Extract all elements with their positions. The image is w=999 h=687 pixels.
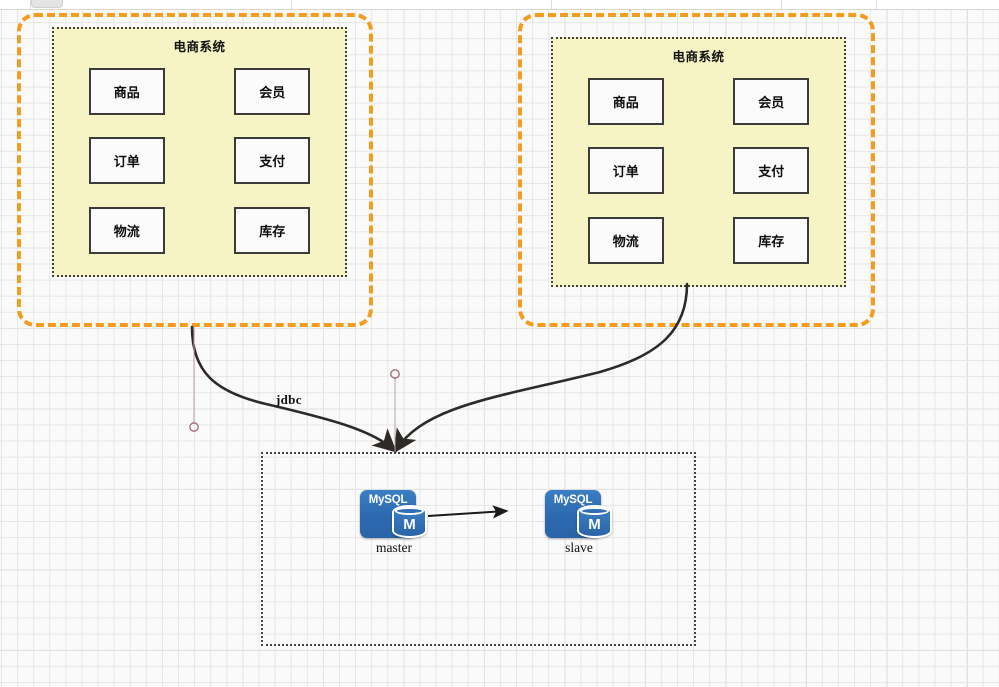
- left-module-grid: 商品 会员 订单 支付 物流 库存: [54, 57, 345, 265]
- selection-handle-right[interactable]: [390, 369, 400, 452]
- module-logistics[interactable]: 物流: [587, 216, 664, 264]
- selection-handle-left[interactable]: [189, 327, 199, 432]
- right-ecommerce-system-box[interactable]: 电商系统 商品 会员 订单 支付 物流 库存: [551, 37, 846, 287]
- database-cylinder-icon: M: [392, 505, 427, 538]
- mysql-icon: MySQL M: [545, 490, 613, 538]
- right-module-grid: 商品 会员 订单 支付 物流 库存: [553, 67, 844, 275]
- mysql-brand-text: MySQL: [553, 494, 593, 506]
- cylinder-top: [580, 507, 609, 515]
- database-cluster-container[interactable]: [261, 452, 696, 646]
- module-payment[interactable]: 支付: [733, 147, 810, 195]
- toolbar-divider: [551, 0, 552, 9]
- module-order[interactable]: 订单: [587, 147, 664, 195]
- toolbar-divider: [781, 0, 782, 9]
- toolbar-chip[interactable]: [31, 0, 63, 8]
- module-inventory[interactable]: 库存: [234, 206, 311, 254]
- mysql-icon: MySQL M: [360, 490, 428, 538]
- cylinder-badge-letter: M: [403, 516, 416, 533]
- slave-label: slave: [565, 540, 593, 555]
- module-order[interactable]: 订单: [88, 137, 165, 185]
- module-product[interactable]: 商品: [587, 78, 664, 126]
- module-member[interactable]: 会员: [234, 68, 311, 116]
- database-cylinder-icon: M: [577, 505, 612, 538]
- module-member[interactable]: 会员: [733, 78, 810, 126]
- cylinder-top: [395, 507, 424, 515]
- mysql-brand-text: MySQL: [368, 494, 408, 506]
- jdbc-edge-label: jdbc: [276, 392, 302, 407]
- left-app-to-master-connector[interactable]: [190, 325, 397, 453]
- mysql-master-node[interactable]: MySQL M master: [360, 490, 428, 555]
- module-inventory[interactable]: 库存: [733, 216, 810, 264]
- left-application-group[interactable]: [17, 13, 373, 327]
- mysql-slave-node[interactable]: MySQL M slave: [545, 490, 613, 555]
- toolbar-divider: [291, 0, 292, 9]
- right-system-title: 电商系统: [672, 50, 725, 64]
- right-application-group[interactable]: [518, 13, 875, 327]
- left-ecommerce-system-box[interactable]: 电商系统 商品 会员 订单 支付 物流 库存: [52, 27, 347, 277]
- module-product[interactable]: 商品: [88, 68, 165, 116]
- module-payment[interactable]: 支付: [234, 137, 311, 185]
- master-label: master: [376, 540, 412, 555]
- left-system-title: 电商系统: [173, 40, 226, 54]
- toolbar-divider: [30, 0, 31, 9]
- toolbar-divider: [876, 0, 877, 9]
- module-logistics[interactable]: 物流: [88, 206, 165, 254]
- cylinder-badge-letter: M: [588, 516, 601, 533]
- top-toolbar-strip: [0, 0, 999, 10]
